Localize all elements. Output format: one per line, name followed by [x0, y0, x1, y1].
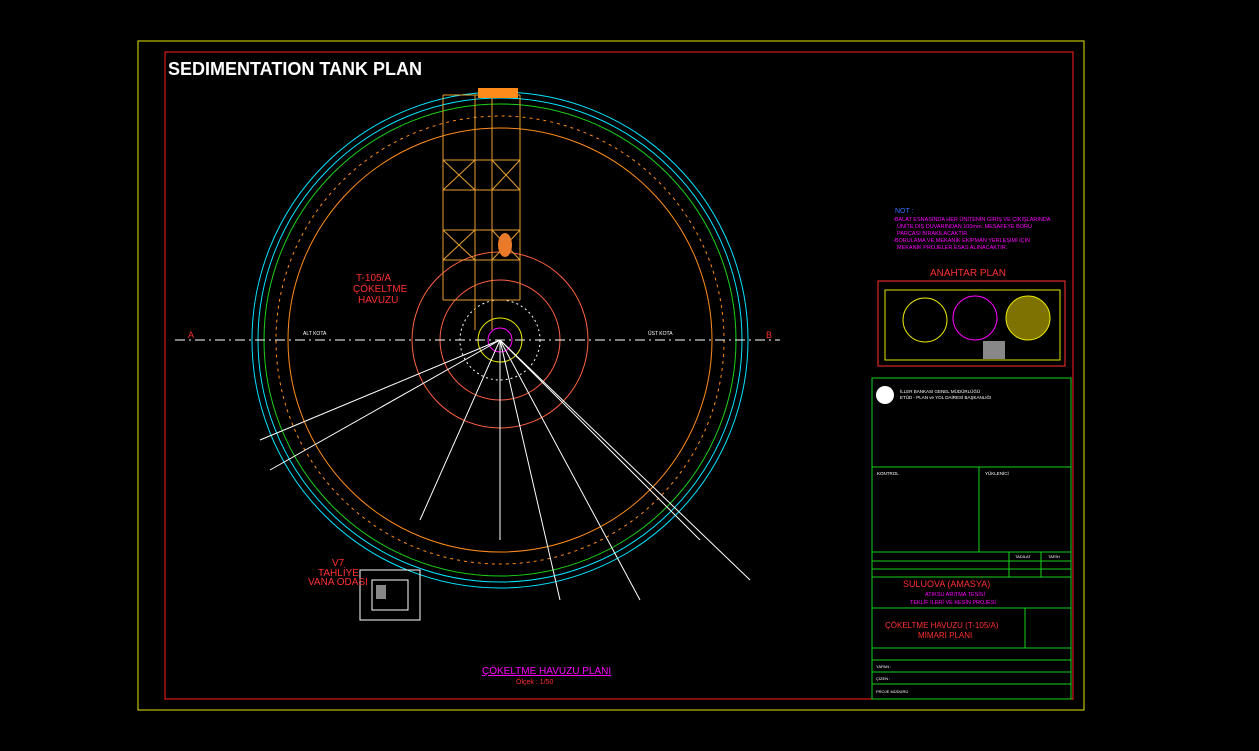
tank-id: T-105/A	[356, 273, 391, 284]
key-plan-title: ANAHTAR PLAN	[930, 268, 1006, 279]
yuklenici-label: YÜKLENİCİ	[985, 470, 1009, 476]
valve-label-1: V7	[332, 558, 345, 569]
valve-chamber	[359, 569, 421, 621]
outer-frame	[137, 40, 1085, 711]
tank-name-1: ÇÖKELTME	[353, 283, 408, 295]
notes-line-3: PARÇASI BIRAKILACAKTIR.	[897, 231, 969, 237]
notes-heading: NOT :	[895, 208, 914, 215]
tarih-label: TARİH	[1048, 554, 1060, 559]
page-title: SEDIMENTATION TANK PLAN	[168, 59, 422, 79]
row-yapan: YAPAN :	[876, 664, 891, 669]
alt-kota-label: ALT KOTA	[303, 331, 327, 337]
point-b-label: B	[766, 330, 772, 340]
key-plan-tank-2	[952, 295, 998, 341]
inner-border	[164, 51, 1074, 700]
notes-line-2: ÜNİTE DIŞ DUVARINDAN 100mm. MESAFEYE BOR…	[897, 223, 1032, 230]
tadilat-label: TADİLAT	[1015, 554, 1031, 559]
row-proje: PROJE MÜDÜRÜ	[876, 689, 908, 694]
project-line-2: TEKLİF İLERİ VE KESİN PROJESİ	[910, 599, 996, 606]
radial-pipes	[259, 339, 751, 601]
bridge-motor	[498, 233, 512, 257]
row-cizen: ÇİZEN :	[876, 676, 890, 681]
tank-inner-wall	[287, 127, 713, 553]
key-plan-frame	[877, 280, 1066, 367]
valve-label-3: VANA ODASI	[308, 577, 368, 588]
key-plan-building	[983, 341, 1005, 359]
key-plan-site	[884, 289, 1061, 361]
bridge-end-cap	[478, 88, 518, 98]
notes-line-1: -BALAT ESNASINDA HER ÜNİTENİN GİRİŞ VE Ç…	[893, 216, 1051, 223]
project-line-1: ATIKSU ARITMA TESİSİ	[925, 591, 985, 598]
title-block	[871, 377, 1072, 700]
plan-scale: Ölçek : 1/50	[516, 678, 553, 686]
valve-block	[376, 585, 386, 599]
notes-line-4: -BORULAMA VE MEKANİK EKİPMAN YERLEŞİMİ İ…	[893, 237, 1030, 244]
bridge-structure	[442, 94, 521, 330]
drawing-title-2: MİMARİ PLANI	[918, 631, 972, 640]
point-a-label: A	[188, 330, 194, 340]
drawing-title-1: ÇÖKELTME HAVUZU (T-105/A)	[885, 621, 999, 630]
notes-block: NOT : -BALAT ESNASINDA HER ÜNİTENİN GİRİ…	[893, 208, 1051, 251]
notes-line-5: MEKANİK PROJELER ESAS ALINACAKTIR.	[897, 244, 1008, 251]
tank-name-2: HAVUZU	[358, 295, 398, 306]
key-plan: ANAHTAR PLAN	[877, 268, 1066, 367]
valve-label-2: TAHLİYE	[318, 566, 359, 579]
key-plan-tank-3	[1005, 295, 1051, 341]
plan-caption: ÇÖKELTME HAVUZU PLANI	[482, 665, 611, 677]
org-line-1: İLLER BANKASI GENEL MÜDÜRLÜĞÜ	[900, 388, 980, 394]
kontrol-label: KONTROL	[877, 471, 899, 476]
key-plan-tank-1	[902, 297, 948, 343]
location: SULUOVA (AMASYA)	[903, 579, 990, 589]
tank-plan: A B	[175, 88, 780, 686]
ust-kota-label: ÜST KOTA	[648, 330, 673, 337]
org-line-2: ETÜD - PLAN ve YOL DAİRESİ BAŞKANLIĞI	[900, 394, 991, 400]
org-logo	[876, 386, 894, 404]
